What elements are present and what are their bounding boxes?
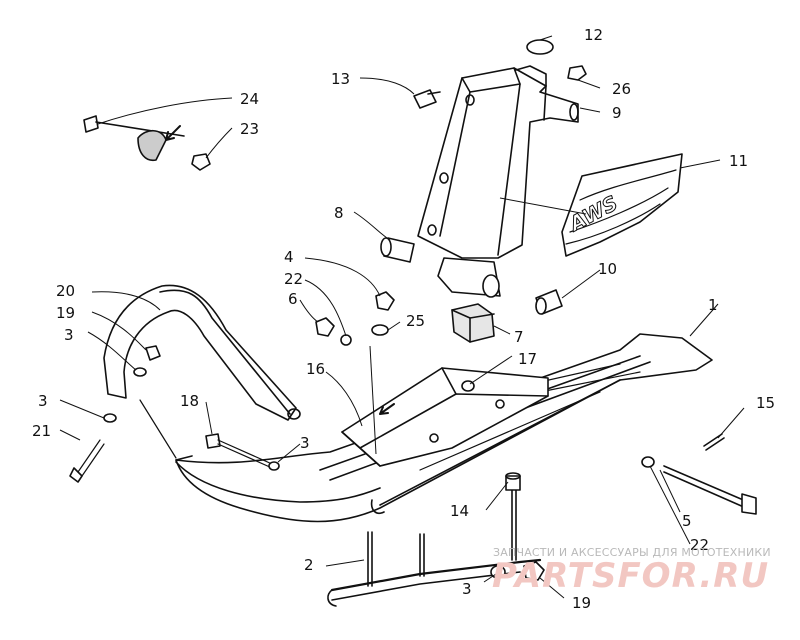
callout-8: 8 xyxy=(334,204,344,222)
spindle-bolt xyxy=(641,456,757,515)
callout-5: 5 xyxy=(682,512,692,530)
bolt-21 xyxy=(69,439,105,483)
wear-bar xyxy=(327,487,542,607)
spindle-cap xyxy=(526,39,554,55)
rubber-block xyxy=(451,303,495,343)
callout-3-bottom: 3 xyxy=(462,580,472,598)
spindle-housing xyxy=(417,65,579,259)
callout-6: 6 xyxy=(288,290,298,308)
watermark-caption: ЗАПЧАСТИ И АКСЕССУАРЫ ДЛЯ МОТОТЕХНИКИ xyxy=(493,546,771,559)
callout-21: 21 xyxy=(32,422,51,440)
cotter-pin xyxy=(703,433,725,451)
callout-19-lower: 19 xyxy=(572,594,591,612)
callout-19-upper: 19 xyxy=(56,304,75,322)
callout-10: 10 xyxy=(598,260,617,278)
callout-1: 1 xyxy=(708,296,718,314)
spindle-lower xyxy=(437,257,501,298)
ski-saddle xyxy=(341,367,549,467)
bolt-24 xyxy=(83,115,211,171)
callout-2: 2 xyxy=(304,556,314,574)
bushing-10 xyxy=(535,289,563,315)
callout-9: 9 xyxy=(612,104,622,122)
callout-18: 18 xyxy=(180,392,199,410)
nut-4 xyxy=(375,291,395,311)
watermark-brand: PARTSFOR.RU xyxy=(492,556,770,596)
callout-4: 4 xyxy=(284,248,294,266)
callout-3-mid: 3 xyxy=(300,434,310,452)
nut-26 xyxy=(567,65,587,81)
callout-12: 12 xyxy=(584,26,603,44)
callout-26: 26 xyxy=(612,80,631,98)
callout-23: 23 xyxy=(240,120,259,138)
callout-13: 13 xyxy=(331,70,350,88)
arrow-saddle xyxy=(379,403,395,415)
grease-fitting xyxy=(413,89,441,109)
callout-14: 14 xyxy=(450,502,469,520)
nut-6 xyxy=(315,317,335,337)
spacer-14 xyxy=(505,472,521,491)
callout-15: 15 xyxy=(756,394,775,412)
bolt-18 xyxy=(205,433,280,471)
callout-3-left: 3 xyxy=(38,392,48,410)
bushing-8 xyxy=(380,237,415,263)
callout-11: 11 xyxy=(729,152,748,170)
callout-22-lower: 22 xyxy=(690,536,709,554)
callout-20: 20 xyxy=(56,282,75,300)
callout-labels: 12 13 26 9 24 23 11 8 4 10 22 20 6 1 19 … xyxy=(32,26,775,612)
washer-3-upper xyxy=(133,367,147,377)
nut-19-upper xyxy=(145,345,161,361)
washer-22 xyxy=(340,334,352,346)
callout-16: 16 xyxy=(306,360,325,378)
leader-lines xyxy=(59,35,745,599)
callout-17: 17 xyxy=(518,350,537,368)
washer-3-left xyxy=(103,413,117,423)
callout-7: 7 xyxy=(514,328,524,346)
callout-25: 25 xyxy=(406,312,425,330)
ski-handle xyxy=(103,284,301,421)
nut-19-bottom xyxy=(523,561,545,581)
decal: AWS xyxy=(561,153,683,257)
callout-3-upper: 3 xyxy=(64,326,74,344)
arrow-handle-to-ski xyxy=(139,399,177,459)
callout-24: 24 xyxy=(240,90,259,108)
arrow-bracket xyxy=(165,125,181,141)
washer-25 xyxy=(371,324,389,336)
callout-22-upper: 22 xyxy=(284,270,303,288)
